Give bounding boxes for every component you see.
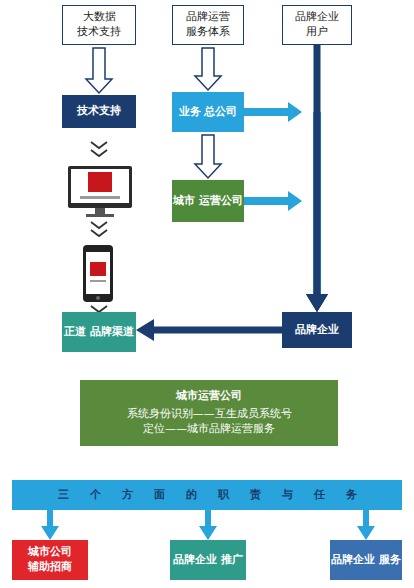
monitor-screen	[71, 169, 129, 203]
phone-illustration	[83, 245, 113, 302]
monitor-illustration	[68, 166, 132, 217]
phone-screen	[86, 252, 110, 294]
process-box: 城市运营公司系统身份识别——互生成员系统号定位——城市品牌运营服务	[80, 380, 338, 446]
arrow-head-decoration	[288, 102, 302, 122]
flow-arrow	[244, 112, 317, 312]
process-box: 城市公司 辅助招商	[12, 540, 88, 580]
monitor-stand	[95, 208, 105, 214]
process-box: 品牌运营 服务体系	[172, 5, 244, 45]
monitor-frame	[68, 166, 132, 208]
process-box: 品牌企业 用户	[282, 5, 352, 45]
flow-arrow	[244, 201, 317, 312]
monitor-base	[86, 214, 114, 217]
screen-caption-bar	[90, 280, 106, 282]
node-text: 业务 总公司	[179, 105, 238, 120]
process-box: 品牌企业 服务	[330, 540, 402, 580]
hollow-arrow	[86, 48, 112, 93]
flow-arrow	[363, 510, 369, 540]
flow-arrow	[205, 510, 211, 540]
chevron-arrow	[91, 142, 107, 312]
node-text: 大数据 技术支持	[63, 10, 135, 40]
node-text: 三个方面的职责与任务	[37, 488, 378, 503]
flow-arrow	[314, 45, 321, 312]
process-box: 正道 品牌渠道	[62, 312, 136, 352]
flow-arrow	[47, 510, 53, 540]
node-text: 品牌企业	[295, 323, 339, 338]
logo-mark	[88, 172, 112, 192]
phone-body	[83, 245, 113, 302]
node-text: 品牌企业 推广	[173, 553, 243, 568]
hollow-arrow	[195, 135, 221, 178]
logo-mark	[90, 262, 106, 276]
arrow-head-decoration	[288, 191, 302, 211]
node-text: 品牌企业 用户	[283, 10, 351, 40]
node-text: 城市公司 辅助招商	[12, 545, 88, 575]
node-text: 定位——城市品牌运营服务	[143, 422, 275, 437]
process-box: 品牌企业	[282, 312, 352, 348]
node-text: 城市 运营公司	[173, 194, 243, 209]
edge-layer	[50, 45, 366, 540]
node-text: 系统身份识别——互生成员系统号	[127, 407, 292, 422]
phone-button	[96, 296, 100, 300]
process-box: 技术支持	[62, 95, 136, 128]
node-text: 正道 品牌渠道	[64, 325, 134, 340]
node-text: 品牌运营 服务体系	[173, 10, 243, 40]
process-box: 大数据 技术支持	[62, 5, 136, 45]
process-box: 品牌企业 推广	[170, 540, 246, 580]
node-text: 技术支持	[77, 104, 121, 119]
box-heading: 城市运营公司	[176, 389, 242, 404]
screen-caption-bar	[80, 196, 120, 199]
node-text: 品牌企业 服务	[331, 553, 401, 568]
process-box: 城市 运营公司	[172, 180, 244, 222]
task-band: 三个方面的职责与任务	[12, 480, 402, 510]
flow-arrow	[136, 327, 282, 334]
process-box: 业务 总公司	[172, 92, 244, 132]
hollow-arrow	[195, 48, 221, 90]
